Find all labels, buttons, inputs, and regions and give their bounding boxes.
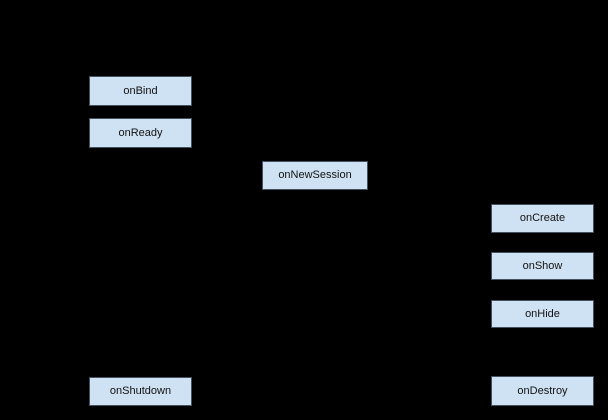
diagram-node-onshow: onShow [491,252,594,280]
diagram-node-onbind: onBind [89,76,192,106]
diagram-node-onready: onReady [89,118,192,148]
diagram-node-ondestroy: onDestroy [491,376,594,406]
diagram-node-oncreate: onCreate [491,204,594,233]
diagram-node-onhide: onHide [491,300,594,328]
diagram-node-onshutdown: onShutdown [89,377,192,406]
diagram-node-onnewsession: onNewSession [262,161,368,190]
